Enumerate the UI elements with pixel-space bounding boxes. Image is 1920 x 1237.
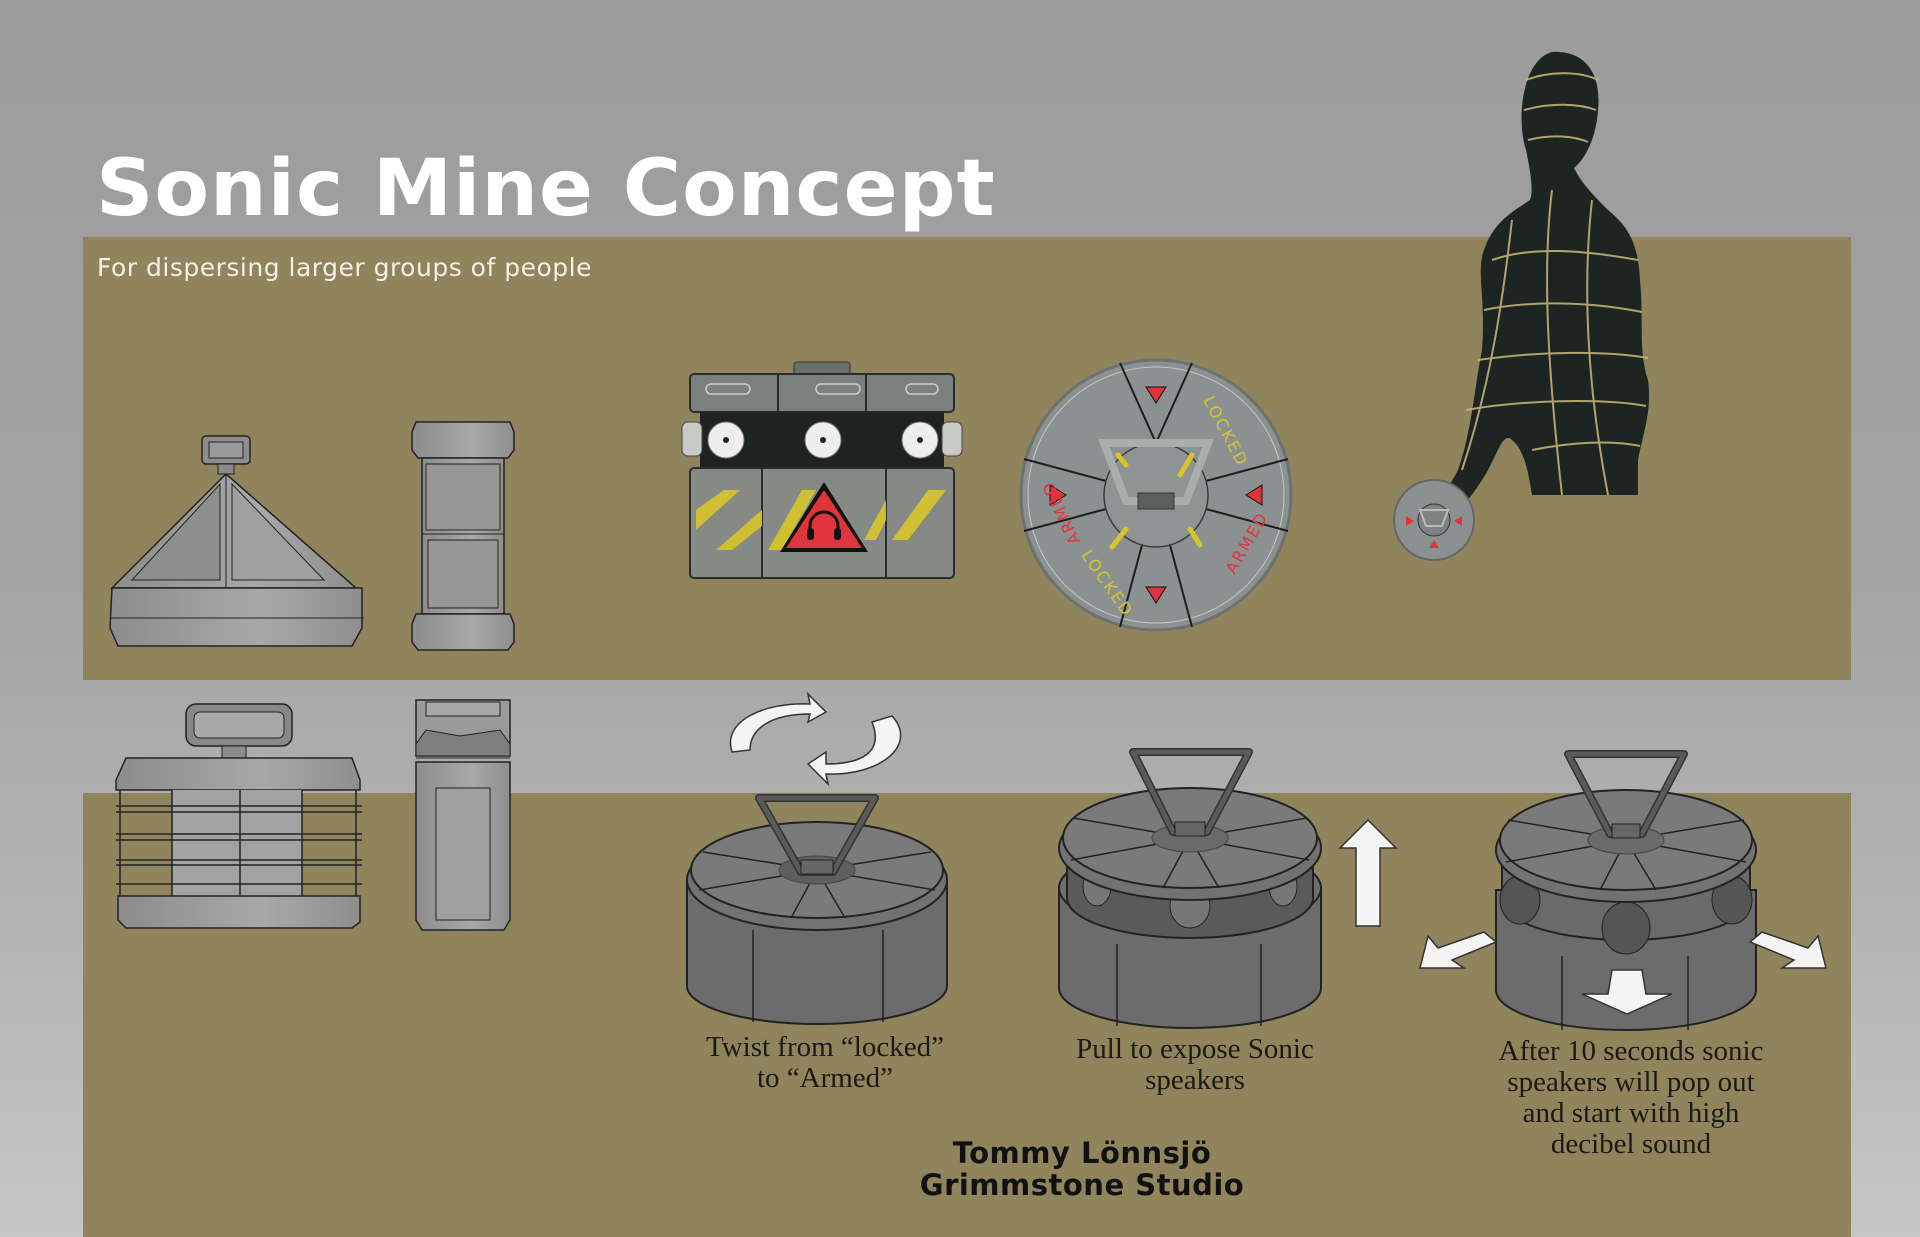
- caption-line: and start with high: [1522, 1097, 1740, 1129]
- caption-line: Pull to expose Sonic: [1076, 1033, 1314, 1065]
- pillar-mine-sketch: [410, 418, 516, 654]
- warning-triangle-icons: [1049, 386, 1263, 604]
- pop-out-arrow-down-icon: [1580, 968, 1674, 1016]
- pull-up-arrow-icon: [1338, 818, 1398, 928]
- caption-step-speakers: After 10 seconds sonic speakers will pop…: [1456, 1036, 1806, 1160]
- caption-line: to “Armed”: [756, 1062, 894, 1094]
- disc-sonic-mine-top-view: ARMED LOCKED LOCKED ARMED: [1018, 357, 1294, 633]
- pop-out-arrow-right-icon: [1748, 930, 1828, 970]
- page-subtitle: For dispersing larger groups of people: [97, 253, 592, 282]
- page-title: Sonic Mine Concept: [96, 144, 996, 234]
- human-figure-holding-mine: [1393, 50, 1692, 590]
- caption-step-pull: Pull to expose Sonic speakers: [1025, 1034, 1365, 1096]
- hazard-stripes: [696, 490, 946, 550]
- canister-mine-sketch: [412, 698, 514, 932]
- pyramid-mine-sketch: [108, 432, 368, 650]
- box-sonic-mine-render: [676, 360, 968, 588]
- cage-mine-sketch: [112, 700, 368, 929]
- caption-line: After 10 seconds sonic: [1498, 1035, 1764, 1067]
- caption-step-twist: Twist from “locked” to “Armed”: [655, 1032, 995, 1094]
- caption-line: speakers: [1145, 1064, 1245, 1096]
- cylinder-mine-locked: [683, 790, 951, 1028]
- headphones-warning-icon: [780, 482, 868, 552]
- cylinder-mine-pulled: [1055, 748, 1325, 1032]
- credit-studio: Grimmstone Studio: [919, 1168, 1245, 1202]
- twist-arrows-icon: [722, 691, 914, 787]
- small-disc-mine: [1393, 479, 1475, 561]
- cylinder-mine-speakers-out: [1492, 750, 1760, 1034]
- caption-line: decibel sound: [1550, 1128, 1712, 1160]
- pop-out-arrow-left-icon: [1418, 930, 1498, 970]
- credit-block: Tommy Lönnsjö Grimmstone Studio: [880, 1137, 1284, 1201]
- credit-author: Tommy Lönnsjö: [952, 1136, 1212, 1170]
- caption-line: Twist from “locked”: [706, 1031, 944, 1063]
- caption-line: speakers will pop out: [1507, 1066, 1755, 1098]
